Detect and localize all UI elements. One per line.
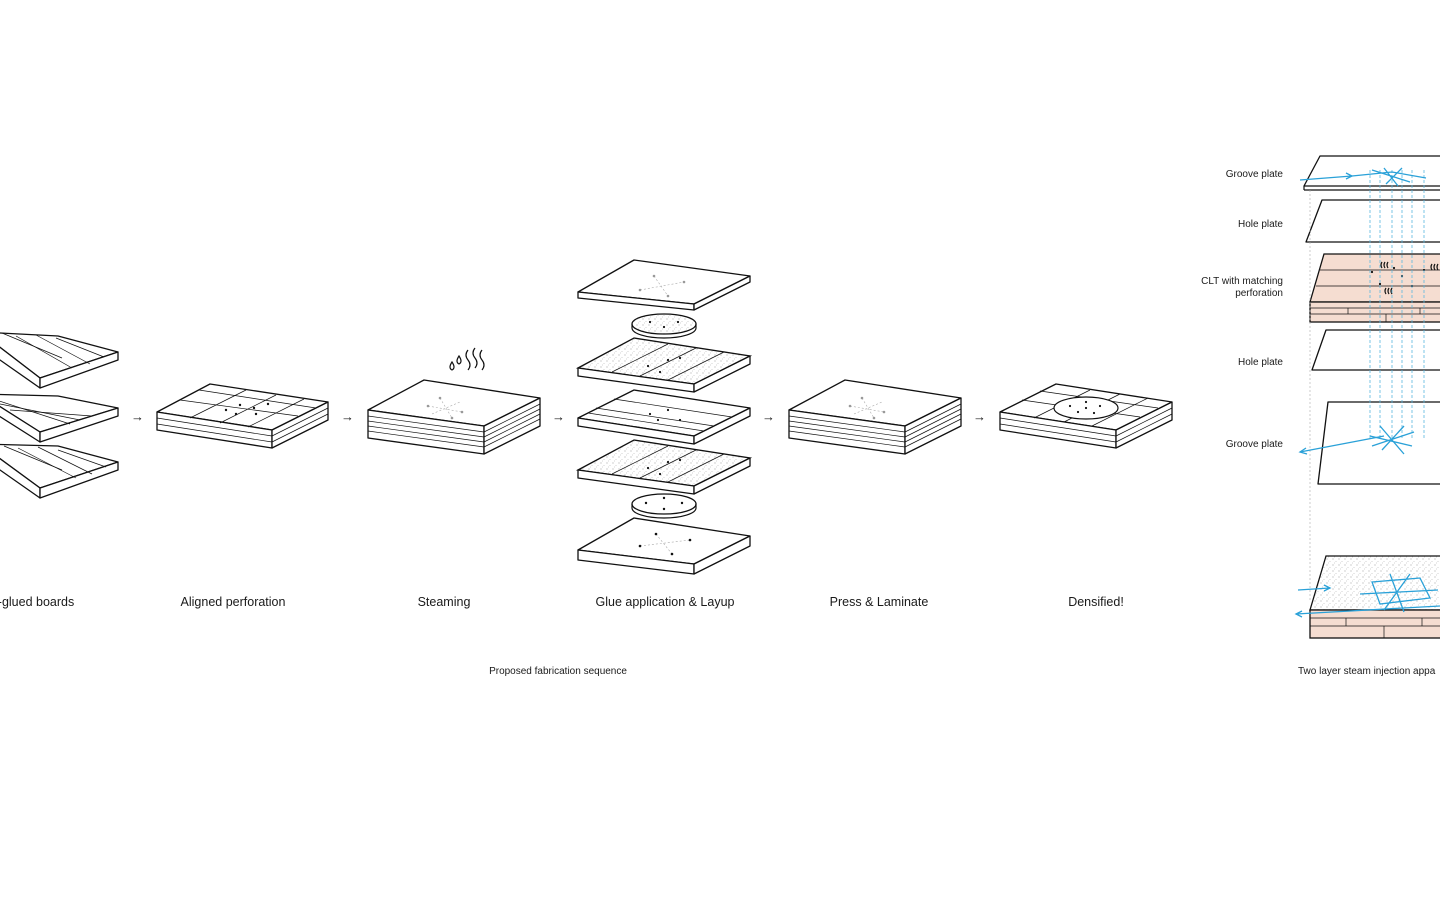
assembled-apparatus <box>1309 555 1440 639</box>
hole-plate-upper <box>1305 199 1440 243</box>
step-5-pressed-panel <box>788 379 962 455</box>
steam-drops-icon <box>449 354 462 371</box>
glue-disc-lower <box>631 493 697 519</box>
steam-wave-icon <box>465 347 485 371</box>
groove-plate-top <box>1303 155 1440 187</box>
layer-label-hole-plate-upper: Hole plate <box>1238 219 1283 230</box>
step-label-aligned-perforation: Aligned perforation <box>181 595 286 609</box>
arrow-right-icon: → <box>131 409 144 424</box>
layup-top-plate <box>577 259 751 311</box>
steam-injection-apparatus: Groove plate Hole plate CLT with matchin… <box>1201 155 1440 677</box>
step-label-face-glued-boards: -glued boards <box>0 595 74 609</box>
apparatus-caption: Two layer steam injection appa <box>1298 666 1436 677</box>
step-2-aligned-perforation-panel <box>156 383 329 449</box>
layer-label-groove-plate-top: Groove plate <box>1226 169 1284 180</box>
step-label-press-laminate: Press & Laminate <box>830 595 929 609</box>
hole-plate-lower <box>1311 329 1440 371</box>
sequence-caption: Proposed fabrication sequence <box>489 666 627 677</box>
board-top <box>0 332 119 389</box>
layer-label-clt-line2: perforation <box>1235 288 1283 299</box>
arrow-right-icon: → <box>762 409 775 424</box>
layup-board-3 <box>575 439 753 495</box>
arrow-right-icon: → <box>341 409 354 424</box>
step-6-densified-panel <box>999 383 1173 449</box>
layer-label-groove-plate-bottom: Groove plate <box>1226 439 1284 450</box>
glue-disc-upper <box>631 313 697 339</box>
layup-bottom-plate <box>577 517 751 575</box>
layup-board-2 <box>577 389 751 445</box>
step-1-exploded-boards <box>0 332 119 499</box>
layup-board-1 <box>575 337 753 393</box>
arrow-right-icon: → <box>552 409 565 424</box>
alignment-guides <box>1369 170 1425 440</box>
arrow-right-icon: → <box>973 409 986 424</box>
steam-flow-arrows <box>1294 167 1440 618</box>
clt-block <box>1309 253 1440 323</box>
step-3-steaming-panel <box>367 379 541 455</box>
step-label-densified: Densified! <box>1068 595 1124 609</box>
board-bottom <box>0 443 119 499</box>
board-middle <box>0 393 119 443</box>
step-4-layup-stack <box>575 259 753 575</box>
step-label-glue-layup: Glue application & Layup <box>596 595 735 609</box>
step-label-steaming: Steaming <box>418 595 471 609</box>
layer-label-clt-line1: CLT with matching <box>1201 276 1283 287</box>
layer-label-hole-plate-lower: Hole plate <box>1238 357 1283 368</box>
